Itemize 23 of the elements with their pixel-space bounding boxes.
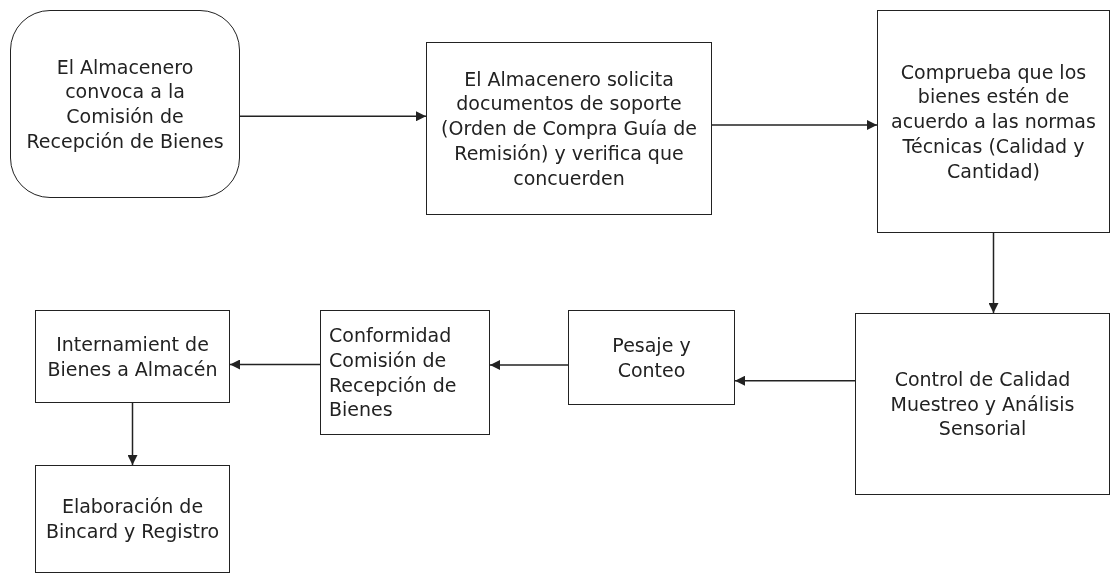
arrow (734, 375, 856, 386)
arrow (229, 359, 321, 370)
process-box (35, 465, 230, 573)
arrow (239, 111, 427, 122)
step-text: Internamient de Bienes a Almacén (46, 331, 219, 382)
arrow (127, 402, 138, 466)
step-text: Control de Calidad Muestreo y Análisis Sensorial (889, 366, 1076, 442)
start-terminal (10, 10, 240, 198)
step-text: El Almacenero convoca a la Comisión de Recepción de Bienes (25, 54, 225, 154)
process-box (568, 310, 735, 405)
step-text: Pesaje y Conteo (611, 332, 692, 383)
process-box (426, 42, 712, 215)
step-text: Comprueba que los bienes estén de acuerdo a las normas Técnicas (Calidad y Cantidad) (890, 59, 1097, 184)
step-text: El Almacenero solicita documentos de soporte (Orden de Compra Guía de Remisión) y verifica que concuerden (440, 66, 698, 191)
process-box (35, 310, 230, 403)
process-box (855, 313, 1110, 495)
arrow (988, 232, 999, 314)
step-text: Elaboración de Bincard y Registro (44, 494, 221, 544)
arrow (711, 120, 878, 130)
process-box (877, 10, 1110, 233)
process-box (320, 310, 490, 435)
step-text: Conformidad Comisión de Recepción de Bienes (329, 323, 458, 422)
arrow (489, 360, 569, 370)
